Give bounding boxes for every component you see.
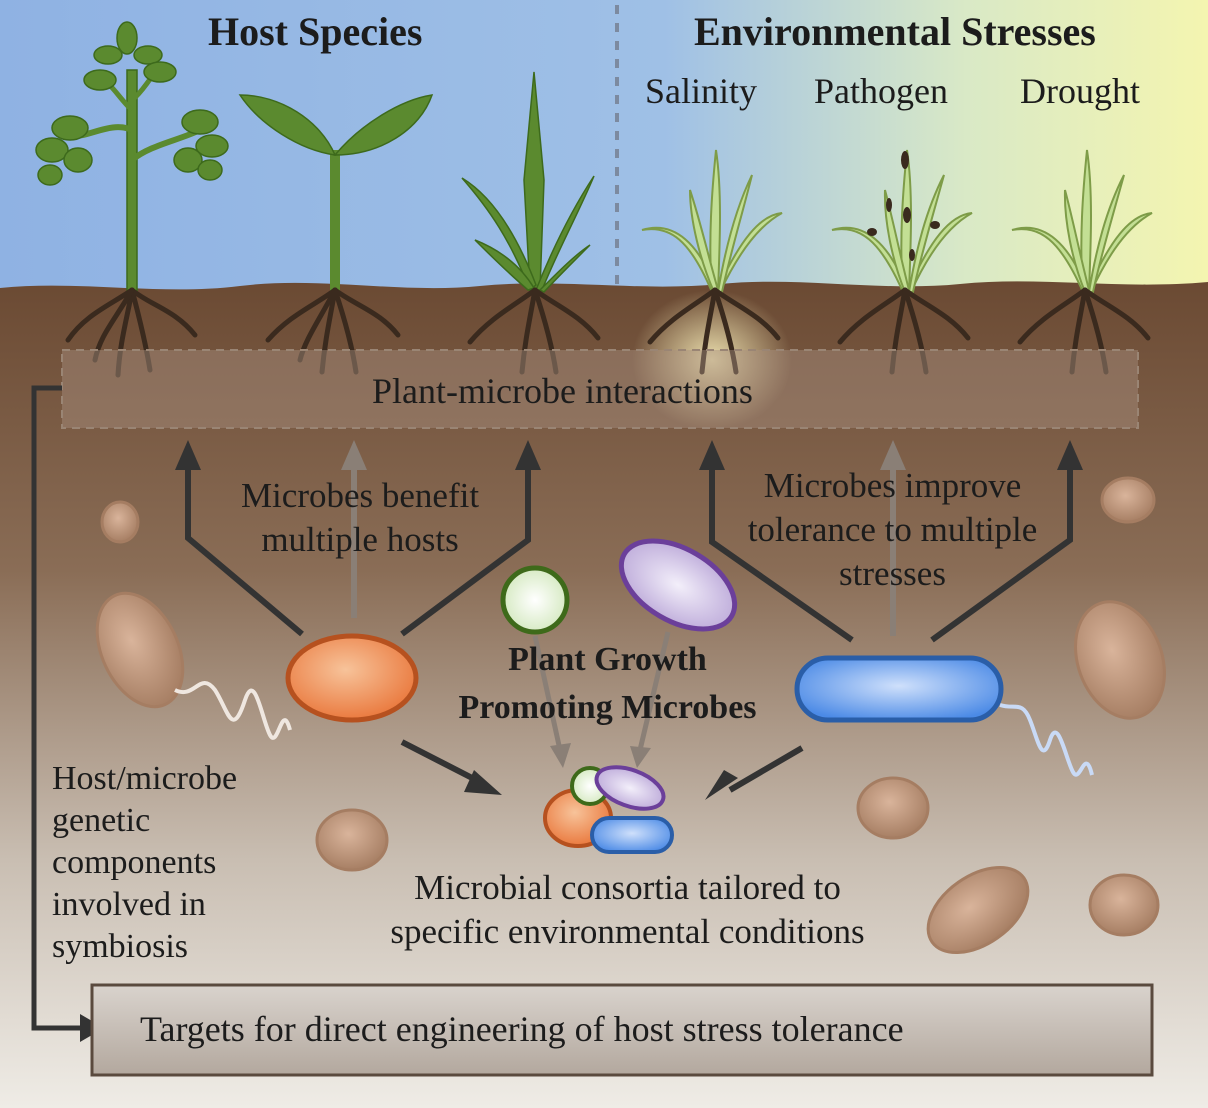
- label-tolerance-line-2: tolerance to multiple: [747, 510, 1038, 549]
- environmental-stresses-heading: Environmental Stresses: [694, 9, 1096, 54]
- label-components-line-3: components: [52, 844, 217, 881]
- host-arrows: [185, 465, 1073, 643]
- plant-grass: [461, 71, 595, 293]
- label-tolerance-line-1: Microbes improve: [763, 466, 1022, 505]
- host-arrowheads: [175, 440, 1083, 470]
- plant-drought: [1011, 149, 1153, 294]
- feedback-line: [31, 385, 85, 1031]
- plant-pathogen: [831, 149, 973, 294]
- targets-box-label: Targets for direct engineering of host s…: [140, 1009, 904, 1049]
- label-pgpm: Plant Growth Promoting Microbes: [420, 636, 795, 732]
- label-components-line-4: involved in: [52, 886, 206, 923]
- stress-salinity: Salinity: [645, 71, 758, 111]
- blue-microbe: [794, 655, 1004, 723]
- host-species-heading: Host Species: [208, 9, 423, 54]
- label-components-line-5: symbiosis: [52, 928, 189, 965]
- label-benefit-multiple-hosts: Microbes benefit multiple hosts: [210, 474, 510, 562]
- plant-seedling: [238, 94, 434, 292]
- label-host-microbe-components: Host/microbe genetic components involved…: [52, 758, 237, 968]
- label-improve-tolerance: Microbes improve tolerance to multiple s…: [715, 464, 1070, 596]
- consortia-arrows: [400, 631, 804, 800]
- label-tolerance-line-3: stresses: [839, 554, 946, 593]
- label-components-line-1: Host/microbe: [52, 760, 238, 797]
- plant-leafy: [35, 21, 229, 293]
- salinity-glow: [632, 290, 792, 430]
- label-components-line-2: genetic: [52, 802, 151, 839]
- label-pgpm-line-1: Plant Growth: [508, 641, 707, 678]
- soil: [0, 281, 1208, 1108]
- label-consortia-line-1: Microbial consortia tailored to: [414, 868, 841, 907]
- label-benefit-line-1: Microbes benefit: [240, 476, 480, 515]
- orange-microbe: [285, 633, 419, 723]
- label-consortia-line-2: specific environmental conditions: [390, 912, 865, 951]
- interaction-band-label: Plant-microbe interactions: [372, 371, 753, 411]
- roots: [65, 287, 1151, 378]
- label-pgpm-line-2: Promoting Microbes: [458, 689, 757, 726]
- flagellum-left: [174, 681, 292, 740]
- label-benefit-line-2: multiple hosts: [261, 520, 459, 559]
- stress-pathogen: Pathogen: [814, 71, 948, 111]
- label-microbial-consortia: Microbial consortia tailored to specific…: [340, 866, 915, 954]
- purple-microbe: [618, 538, 738, 632]
- plant-salinity: [641, 149, 783, 294]
- targets-box: [90, 983, 1154, 1077]
- flagellum-blue: [999, 703, 1094, 777]
- green-microbe: [500, 565, 570, 635]
- stress-drought: Drought: [1020, 71, 1140, 111]
- soil-pebbles: [95, 476, 1166, 955]
- consortia-cluster: [543, 765, 674, 854]
